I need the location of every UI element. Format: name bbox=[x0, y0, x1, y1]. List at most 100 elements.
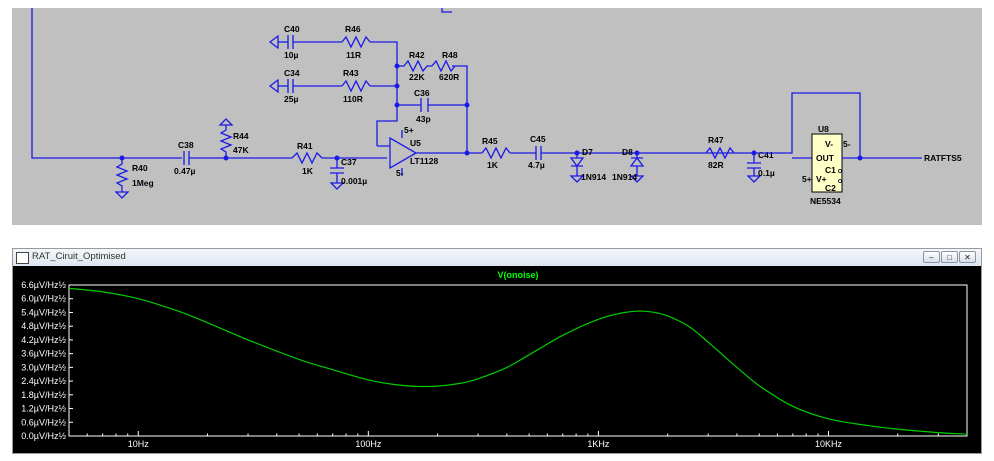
c40-name: C40 bbox=[284, 24, 300, 34]
x-tick-label: 10Hz bbox=[128, 439, 150, 449]
r40-name: R40 bbox=[132, 163, 148, 173]
x-tick-label: 1KHz bbox=[587, 439, 610, 449]
noise-trace bbox=[68, 287, 968, 435]
d8-name: D8 bbox=[622, 147, 633, 157]
u8-pin-vminus-net: 5- bbox=[843, 139, 851, 149]
r43-value: 110R bbox=[343, 94, 363, 104]
r41-value: 1K bbox=[302, 166, 314, 176]
c34-value: 25µ bbox=[284, 94, 298, 104]
schematic-canvas[interactable]: R40 1Meg C38 0.47µ R44 47K R41 1K bbox=[12, 8, 982, 225]
u8-pin-out: OUT bbox=[816, 153, 835, 163]
r47-name: R47 bbox=[708, 135, 724, 145]
minimize-button[interactable]: – bbox=[923, 251, 940, 263]
r44-value: 47K bbox=[233, 145, 249, 155]
y-tick-label: 0.0µV/Hz½ bbox=[21, 431, 66, 441]
c41-name: C41 bbox=[758, 150, 774, 160]
u8-opamp-block[interactable]: U8 V- 5- OUT C1 5+ V+ C2 NE5534 bbox=[802, 124, 851, 206]
c45-capacitor[interactable]: C45 4.7µ bbox=[528, 134, 546, 170]
y-tick-label: 3.6µV/Hz½ bbox=[21, 349, 66, 359]
u5-opamp[interactable]: 5+ 5- U5 LT1128 bbox=[376, 108, 438, 178]
y-tick-label: 4.8µV/Hz½ bbox=[21, 321, 66, 331]
r46-resistor[interactable]: R46 11R bbox=[341, 24, 371, 60]
x-tick-label: 100Hz bbox=[355, 439, 382, 449]
r43-name: R43 bbox=[343, 68, 359, 78]
r42-value: 22K bbox=[409, 72, 425, 82]
d7-diode[interactable]: D7 1N914 bbox=[569, 147, 606, 183]
plot-area[interactable]: V(onoise) 0.0µV/Hz½ 0.6µV/Hz½ 1.2µV/Hz½ 1.8µ… bbox=[13, 266, 981, 453]
waveform-app-icon bbox=[16, 252, 29, 264]
r45-name: R45 bbox=[482, 136, 498, 146]
u8-pin-vplus-net: 5+ bbox=[802, 174, 812, 184]
r46-name: R46 bbox=[345, 24, 361, 34]
r47-value: 82R bbox=[708, 160, 724, 170]
d7-name: D7 bbox=[582, 147, 593, 157]
d7-value: 1N914 bbox=[581, 172, 606, 182]
u5-pin-minus: 5- bbox=[396, 168, 404, 178]
wire bbox=[370, 41, 398, 66]
plot-frame bbox=[68, 284, 968, 437]
y-tick-label: 1.8µV/Hz½ bbox=[21, 390, 66, 400]
c37-capacitor[interactable]: C37 0.001µ bbox=[329, 157, 367, 190]
d8-value: 1N914 bbox=[612, 172, 637, 182]
title-bar[interactable]: RAT_Ciruit_Optimised – □ ✕ bbox=[13, 249, 981, 267]
y-tick-label: 4.2µV/Hz½ bbox=[21, 335, 66, 345]
u5-value: LT1128 bbox=[410, 156, 438, 166]
r44-resistor[interactable]: R44 47K bbox=[218, 118, 249, 158]
c36-name: C36 bbox=[414, 88, 430, 98]
wire bbox=[754, 92, 861, 158]
net-label: RATFTS5 bbox=[924, 153, 962, 163]
u8-pin-c2: C2 bbox=[825, 183, 836, 193]
node bbox=[857, 155, 863, 161]
maximize-button[interactable]: □ bbox=[941, 251, 958, 263]
u5-pin-plus: 5+ bbox=[404, 125, 414, 135]
r40-resistor[interactable]: R40 1Meg bbox=[114, 158, 154, 199]
y-tick-label: 2.4µV/Hz½ bbox=[21, 376, 66, 386]
r45-value: 1K bbox=[487, 160, 499, 170]
c45-name: C45 bbox=[530, 134, 546, 144]
u8-name: U8 bbox=[818, 124, 829, 134]
r43-resistor[interactable]: R43 110R bbox=[341, 68, 371, 104]
y-tick-label: 0.6µV/Hz½ bbox=[21, 417, 66, 427]
r47-resistor[interactable]: R47 82R bbox=[705, 135, 735, 170]
r42-name: R42 bbox=[409, 50, 425, 60]
c45-value: 4.7µ bbox=[528, 160, 545, 170]
waveform-window[interactable]: RAT_Ciruit_Optimised – □ ✕ V(onoise) 0.0µ… bbox=[12, 248, 982, 454]
u8-pin-vplus: V+ bbox=[816, 174, 827, 184]
r41-resistor[interactable]: R41 1K bbox=[291, 141, 323, 176]
c34-name: C34 bbox=[284, 68, 300, 78]
r48-name: R48 bbox=[442, 50, 458, 60]
c36-value: 43p bbox=[416, 114, 431, 124]
y-tick-label: 1.2µV/Hz½ bbox=[21, 404, 66, 414]
c38-value: 0.47µ bbox=[174, 166, 196, 176]
r41-name: R41 bbox=[297, 141, 313, 151]
c41-capacitor[interactable]: C41 0.1µ bbox=[746, 150, 775, 183]
d8-diode[interactable]: D8 1N914 bbox=[612, 147, 645, 183]
u8-pin-vminus: V- bbox=[825, 139, 833, 149]
close-button[interactable]: ✕ bbox=[959, 251, 976, 263]
r48-value: 620R bbox=[439, 72, 459, 82]
y-tick-label: 3.0µV/Hz½ bbox=[21, 362, 66, 372]
c38-name: C38 bbox=[178, 140, 194, 150]
r48-resistor[interactable]: R48 620R bbox=[431, 50, 459, 82]
feedback-wire bbox=[452, 65, 468, 153]
u8-pin-c1: C1 bbox=[825, 165, 836, 175]
c41-value: 0.1µ bbox=[758, 168, 775, 178]
top-wire-stub bbox=[441, 8, 452, 13]
r46-value: 11R bbox=[346, 50, 361, 60]
plot-axes: V(onoise) 0.0µV/Hz½ 0.6µV/Hz½ 1.2µV/Hz½ 1.8µ… bbox=[21, 270, 968, 449]
c36-capacitor[interactable]: C36 43p bbox=[397, 88, 467, 124]
noise-plot[interactable]: V(onoise) 0.0µV/Hz½ 0.6µV/Hz½ 1.2µV/Hz½ 1.8µ… bbox=[13, 266, 981, 453]
trace-title: V(onoise) bbox=[497, 270, 538, 280]
window-title: RAT_Ciruit_Optimised bbox=[32, 251, 126, 262]
schematic-panel[interactable]: R40 1Meg C38 0.47µ R44 47K R41 1K bbox=[12, 8, 982, 225]
x-tick-label: 10KHz bbox=[815, 439, 843, 449]
u5-name: U5 bbox=[410, 138, 421, 148]
plot-traces bbox=[68, 287, 968, 435]
y-tick-label: 6.0µV/Hz½ bbox=[21, 294, 66, 304]
y-tick-label: 5.4µV/Hz½ bbox=[21, 307, 66, 317]
r40-value: 1Meg bbox=[132, 178, 154, 188]
r42-resistor[interactable]: R42 22K bbox=[397, 50, 432, 82]
r45-resistor[interactable]: R45 1K bbox=[481, 136, 511, 170]
r44-name: R44 bbox=[233, 131, 249, 141]
c37-name: C37 bbox=[341, 157, 357, 167]
